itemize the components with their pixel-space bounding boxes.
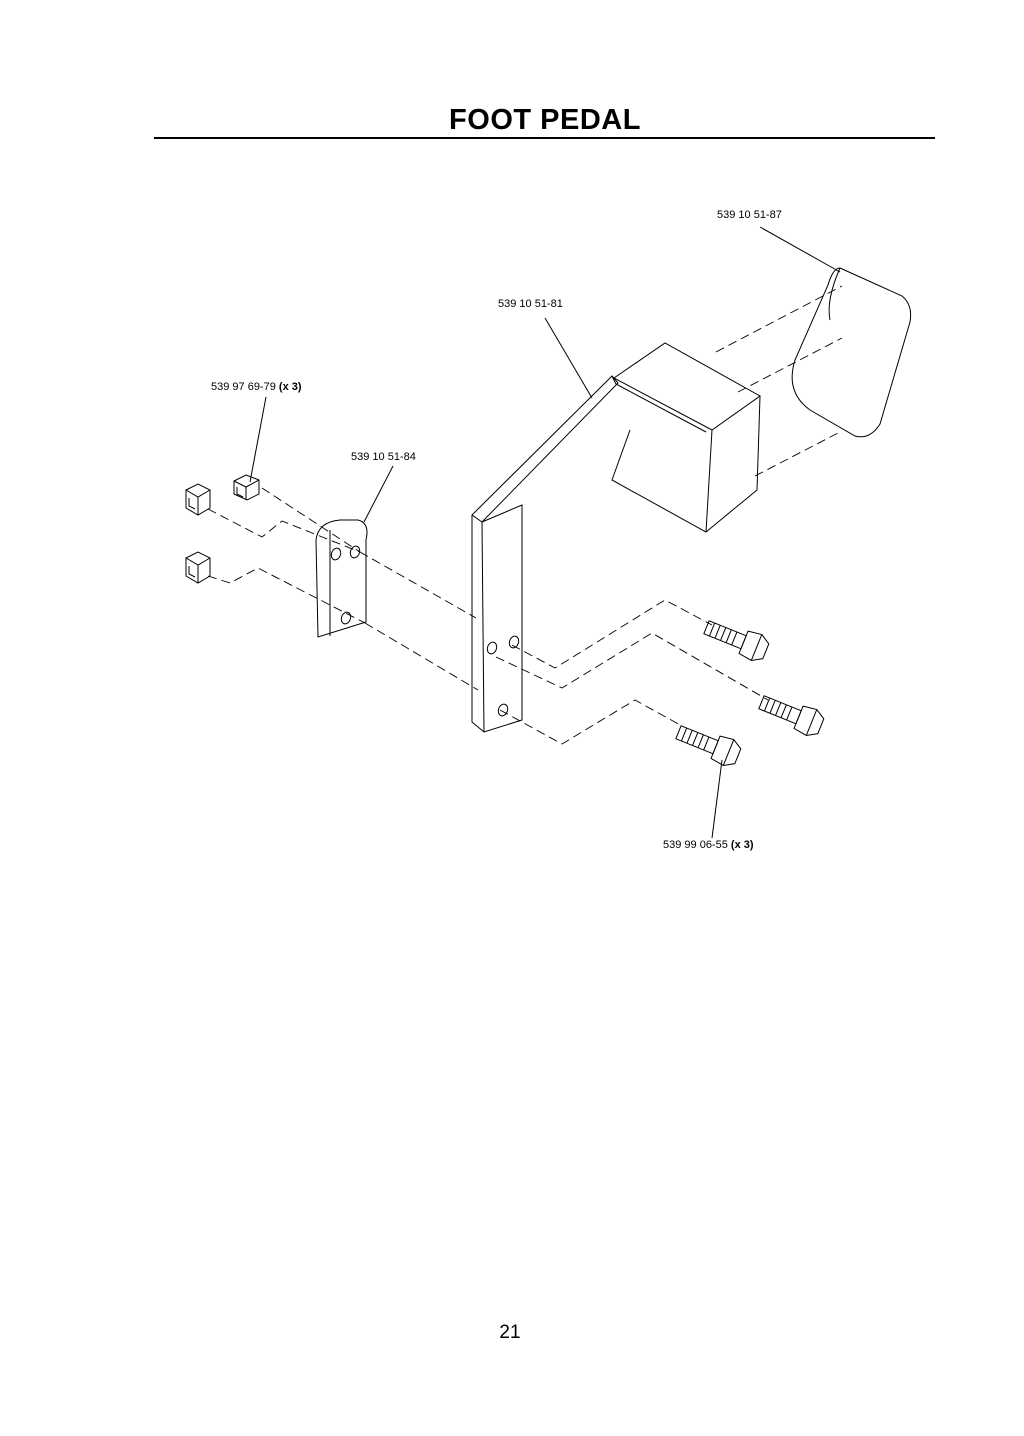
- part-number: 539 97 69-79: [211, 381, 276, 393]
- bolt-part: [675, 620, 825, 766]
- callout-lock-nut: 539 97 69-79 (x 3): [211, 381, 302, 393]
- lock-nut-part: [185, 474, 260, 584]
- page-number: 21: [499, 1322, 521, 1343]
- pedal-pad-part: [791, 267, 912, 438]
- quantity: (x 3): [278, 381, 302, 393]
- part-number: 539 10 51-87: [717, 209, 782, 221]
- part-number: 539 10 51-84: [351, 451, 416, 463]
- title-divider: [154, 137, 935, 139]
- callout-pedal-arm: 539 10 51-81: [498, 298, 563, 310]
- quantity: (x 3): [730, 839, 754, 851]
- backing-plate-part: [315, 519, 368, 638]
- part-number: 539 99 06-55: [663, 839, 728, 851]
- callout-pedal-pad: 539 10 51-87: [717, 209, 782, 221]
- callout-backing-plate: 539 10 51-84: [351, 451, 416, 463]
- callout-bolt: 539 99 06-55 (x 3): [663, 839, 754, 851]
- page-title: FOOT PEDAL: [449, 104, 641, 136]
- part-number: 539 10 51-81: [498, 298, 563, 310]
- assembly-lines: [207, 285, 843, 745]
- leader-lines: [249, 226, 841, 839]
- pedal-arm-part: [471, 342, 761, 733]
